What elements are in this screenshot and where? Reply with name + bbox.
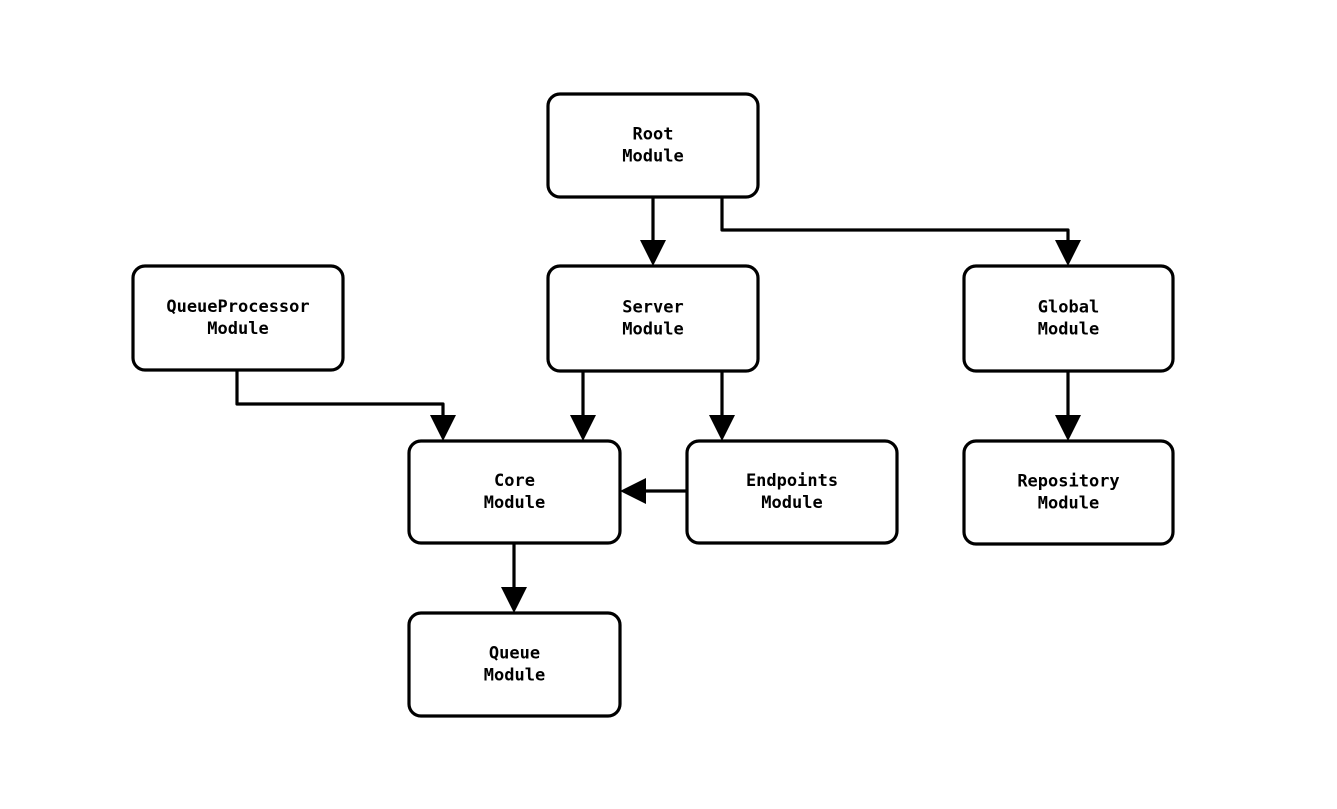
- nodes-layer: RootModuleQueueProcessorModuleServerModu…: [131, 92, 1175, 718]
- edge-core-to-queue: [501, 543, 527, 613]
- core-module-box[interactable]: [407, 439, 622, 545]
- repository-module-label-line1: Repository: [1017, 472, 1119, 492]
- repository-module-label-line2: Module: [1038, 494, 1099, 514]
- edge-global-to-repository-arrowhead: [1055, 415, 1081, 441]
- core-module-label-line1: Core: [494, 471, 535, 491]
- edge-server-to-core-arrowhead: [570, 415, 596, 441]
- edge-core-to-queue-arrowhead: [501, 587, 527, 613]
- edge-root-to-server: [640, 197, 666, 266]
- edge-queueprocessor-to-core-line: [235, 370, 445, 415]
- edge-queueprocessor-to-core: [235, 370, 456, 441]
- server-module-label-line2: Module: [622, 320, 683, 340]
- global-module-box[interactable]: [962, 264, 1175, 373]
- edge-root-to-global-line: [720, 197, 1070, 240]
- edge-root-to-global-arrowhead: [1055, 240, 1081, 266]
- global-module-label-line2: Module: [1038, 320, 1099, 340]
- edge-queueprocessor-to-core-arrowhead: [430, 415, 456, 441]
- root-module-box[interactable]: [546, 92, 760, 199]
- core-module-label-line2: Module: [484, 493, 545, 513]
- edge-global-to-repository: [1055, 371, 1081, 441]
- edge-root-to-server-arrowhead: [640, 240, 666, 266]
- endpoints-module-label-line2: Module: [761, 493, 822, 513]
- root-module-label-line1: Root: [633, 125, 674, 145]
- queue-module-label-line1: Queue: [489, 644, 540, 664]
- edge-endpoints-to-core: [620, 478, 687, 504]
- edge-endpoints-to-core-arrowhead: [620, 478, 646, 504]
- endpoints-module-label-line1: Endpoints: [746, 471, 838, 491]
- queue-module-box[interactable]: [407, 611, 622, 718]
- server-module-box[interactable]: [546, 264, 760, 373]
- edge-server-to-core: [570, 371, 596, 441]
- queueprocessor-module-label-line1: QueueProcessor: [166, 297, 309, 317]
- edges-layer: [235, 197, 1081, 613]
- queueprocessor-module-label-line2: Module: [207, 319, 268, 339]
- repository-module-box[interactable]: [962, 439, 1175, 546]
- queue-module-label-line2: Module: [484, 666, 545, 686]
- edge-server-to-endpoints-arrowhead: [709, 415, 735, 441]
- queueprocessor-module-box[interactable]: [131, 264, 345, 372]
- endpoints-module-box[interactable]: [685, 439, 899, 545]
- edge-server-to-endpoints: [709, 371, 735, 441]
- global-module-label-line1: Global: [1038, 298, 1099, 318]
- server-module-label-line1: Server: [622, 298, 683, 318]
- edge-root-to-global: [720, 197, 1081, 266]
- root-module-label-line2: Module: [622, 147, 683, 167]
